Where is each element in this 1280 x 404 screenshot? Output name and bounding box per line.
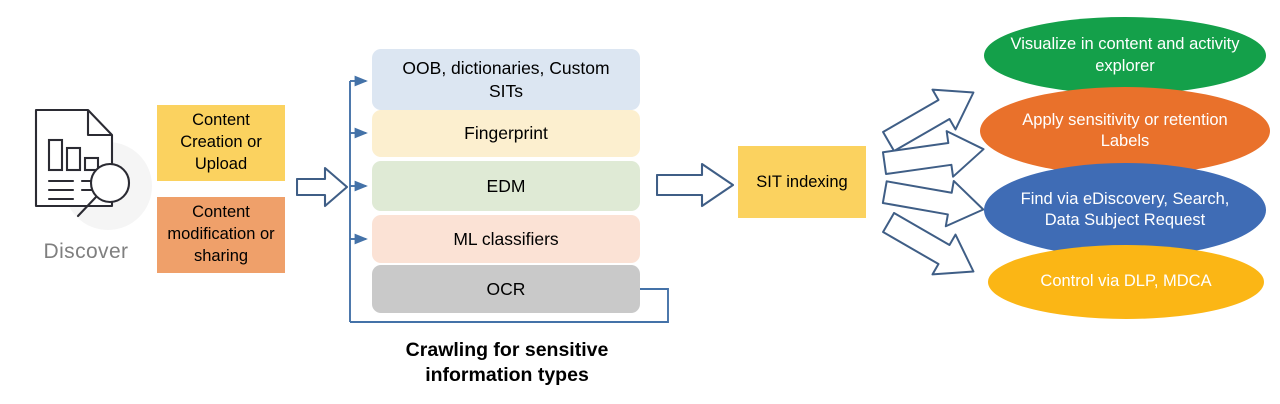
outcome-ellipse-control-dlp[interactable]: Control via DLP, MDCA: [988, 245, 1264, 319]
fanout-arrow-to-control-dlp: [876, 211, 986, 287]
fanout-arrow-to-visualize: [876, 82, 986, 157]
method-box-fingerprint[interactable]: Fingerprint: [372, 110, 640, 157]
outcome-ellipse-visualize[interactable]: Visualize in content and activity explor…: [984, 17, 1266, 94]
fanout-arrow-to-apply-labels: [880, 127, 990, 190]
fanout-arrow-to-find-ediscovery: [880, 172, 990, 235]
crawling-caption: Crawling for sensitive information types: [405, 339, 609, 386]
discover-group: Discover: [16, 98, 166, 288]
outcome-ellipse-apply-labels[interactable]: Apply sensitivity or retention Labels: [980, 87, 1270, 175]
method-box-ocr[interactable]: OCR: [372, 265, 640, 313]
discover-label: Discover: [43, 240, 129, 263]
method-box-oob-dictionaries-custom-sits[interactable]: OOB, dictionaries, Custom SITs: [372, 49, 640, 110]
source-box-content-modification[interactable]: Content modification or sharing: [157, 197, 285, 273]
sit-indexing-box[interactable]: SIT indexing: [738, 146, 866, 218]
method-box-ml-classifiers[interactable]: ML classifiers: [372, 215, 640, 263]
method-box-edm[interactable]: EDM: [372, 161, 640, 211]
document-search-icon: [16, 98, 156, 238]
flow-arrow-crawling-to-indexing: [656, 162, 734, 208]
outcome-ellipse-find-ediscovery[interactable]: Find via eDiscovery, Search, Data Subjec…: [984, 163, 1266, 257]
source-box-content-creation[interactable]: Content Creation or Upload: [157, 105, 285, 181]
flow-arrow-sources-to-crawling: [296, 166, 348, 208]
